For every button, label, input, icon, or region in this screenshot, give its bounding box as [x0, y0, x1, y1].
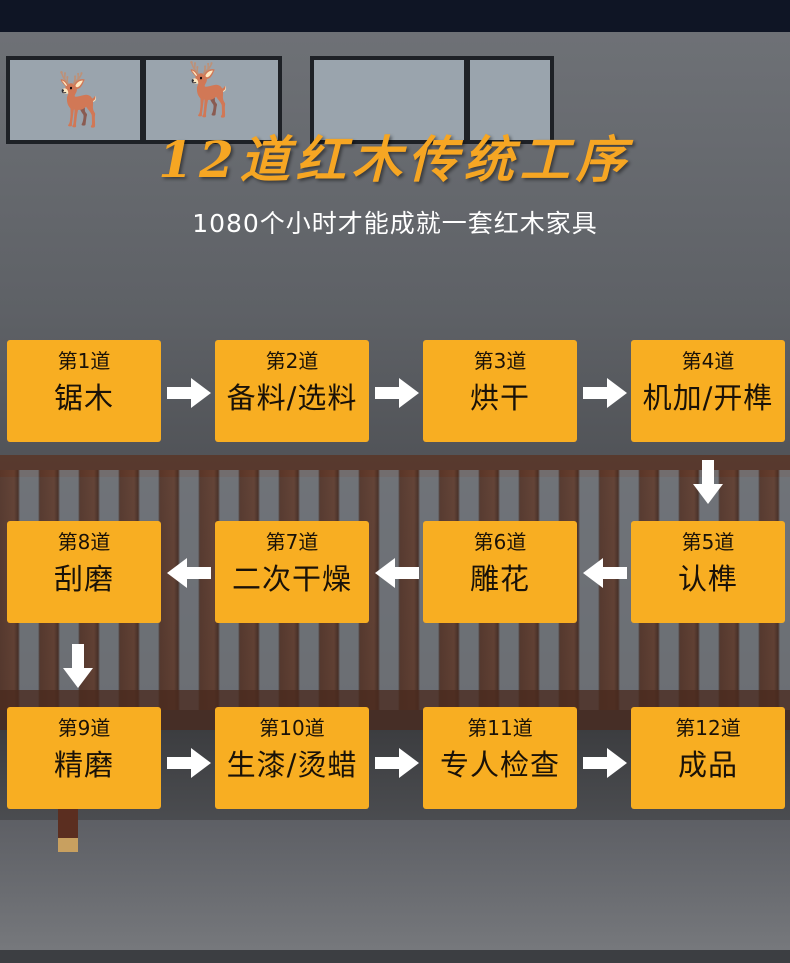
- arrow-right-icon: [583, 378, 627, 408]
- bottom-strip: [0, 950, 790, 963]
- step-number: 第3道: [473, 349, 527, 373]
- step-number: 第6道: [473, 530, 527, 554]
- step-number: 第9道: [57, 716, 111, 740]
- step-name: 成品: [677, 748, 738, 782]
- step-name: 刮磨: [53, 562, 114, 596]
- arrow-down-icon: [693, 460, 723, 504]
- step-name: 烘干: [469, 381, 530, 415]
- arrow-left-icon: [375, 558, 419, 588]
- step-number: 第5道: [681, 530, 735, 554]
- step-12: 第12道 成品: [631, 707, 785, 809]
- page-title: 12道红木传统工序: [158, 130, 632, 189]
- step-name: 精磨: [53, 748, 114, 782]
- step-7: 第7道 二次干燥: [215, 521, 369, 623]
- step-3: 第3道 烘干: [423, 340, 577, 442]
- step-number: 第1道: [57, 349, 111, 373]
- step-number: 第4道: [681, 349, 735, 373]
- arrow-left-icon: [167, 558, 211, 588]
- step-name: 专人检查: [439, 748, 560, 782]
- deer-icon: 🦌: [178, 60, 243, 120]
- step-8: 第8道 刮磨: [7, 521, 161, 623]
- step-4: 第4道 机加/开榫: [631, 340, 785, 442]
- step-name: 认榫: [677, 562, 738, 596]
- wall-picture-frame: 🦌 🦌: [6, 56, 282, 144]
- step-2: 第2道 备料/选料: [215, 340, 369, 442]
- step-name: 锯木: [53, 381, 114, 415]
- step-1: 第1道 锯木: [7, 340, 161, 442]
- step-6: 第6道 雕花: [423, 521, 577, 623]
- arrow-right-icon: [375, 748, 419, 778]
- step-9: 第9道 精磨: [7, 707, 161, 809]
- top-bar: [0, 0, 790, 32]
- step-11: 第11道 专人检查: [423, 707, 577, 809]
- step-name: 二次干燥: [231, 562, 352, 596]
- wall-picture-frame: [310, 56, 554, 144]
- step-name: 生漆/烫蜡: [226, 748, 358, 782]
- step-name: 备料/选料: [226, 381, 358, 415]
- furniture-leg-cap: [58, 838, 78, 852]
- step-number: 第10道: [259, 716, 325, 740]
- step-number: 第8道: [57, 530, 111, 554]
- arrow-right-icon: [167, 748, 211, 778]
- step-number: 第2道: [265, 349, 319, 373]
- step-name: 雕花: [469, 562, 530, 596]
- step-10: 第10道 生漆/烫蜡: [215, 707, 369, 809]
- arrow-right-icon: [583, 748, 627, 778]
- step-name: 机加/开榫: [642, 381, 774, 415]
- arrow-right-icon: [375, 378, 419, 408]
- step-number: 第11道: [467, 716, 533, 740]
- arrow-left-icon: [583, 558, 627, 588]
- floor: [0, 820, 790, 950]
- arrow-right-icon: [167, 378, 211, 408]
- step-number: 第7道: [265, 530, 319, 554]
- step-5: 第5道 认榫: [631, 521, 785, 623]
- arrow-down-icon: [63, 644, 93, 688]
- deer-icon: 🦌: [48, 70, 113, 130]
- page-subtitle: 1080个小时才能成就一套红木家具: [192, 209, 598, 238]
- step-number: 第12道: [675, 716, 741, 740]
